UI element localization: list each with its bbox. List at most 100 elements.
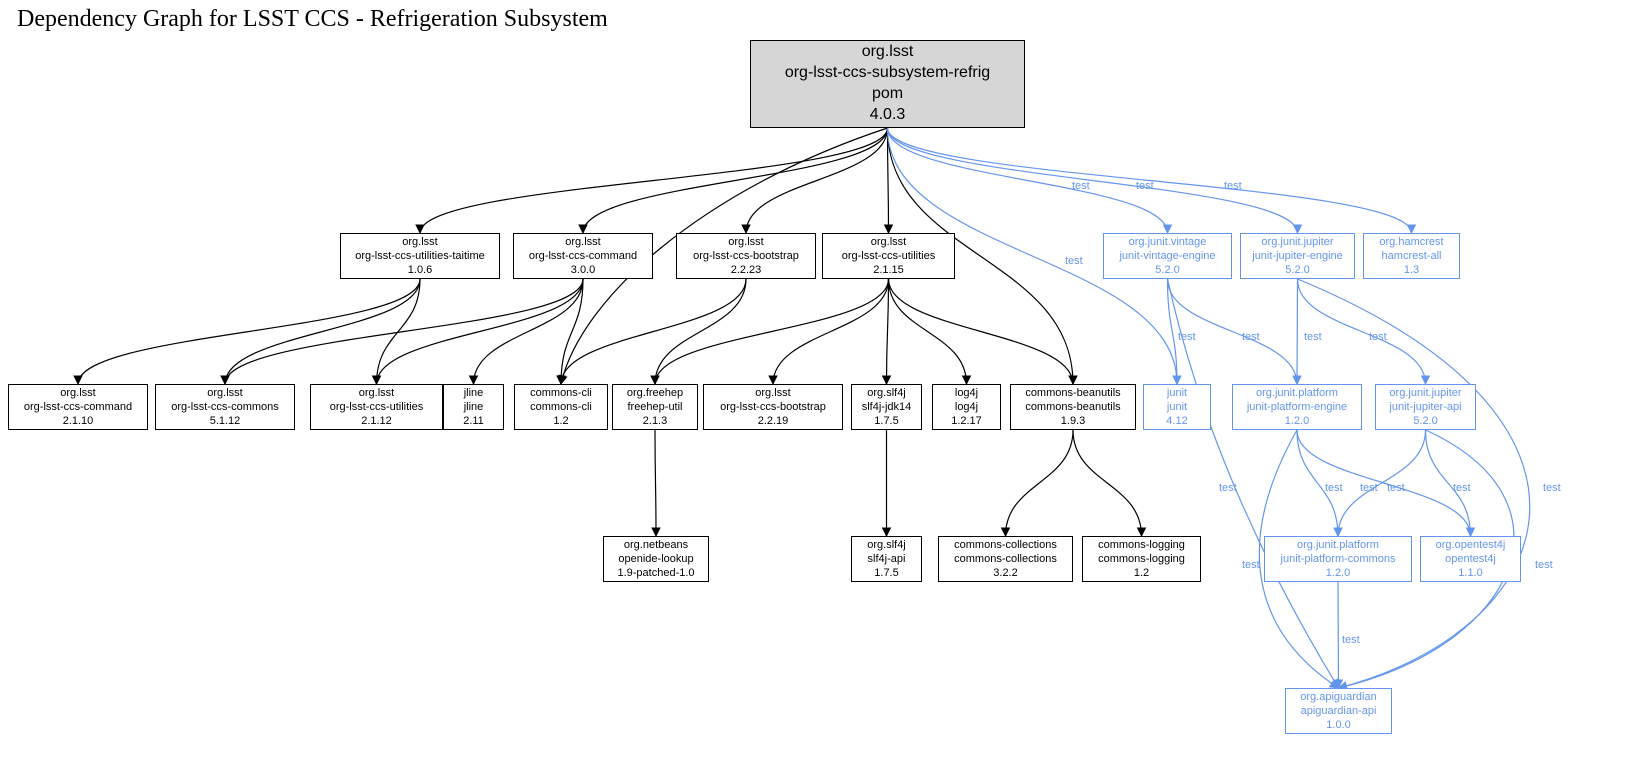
- edge-platformengine-to-platformcommons: [1296, 429, 1343, 537]
- node-text-line: 2.11: [463, 415, 484, 428]
- edge-scope-label: test: [1535, 559, 1553, 571]
- edge-scope-label: test: [1136, 180, 1154, 192]
- node-text-line: 2.2.19: [757, 415, 789, 428]
- node-text-line: org-lsst-ccs-utilities: [329, 400, 424, 413]
- node-text-line: 2.2.23: [730, 264, 762, 277]
- node-text-line: 2.1.10: [62, 415, 94, 428]
- edge-scope-label: test: [1387, 482, 1405, 494]
- node-text-line: slf4j-jdk14: [861, 400, 912, 413]
- edge-taitime-to-command10: [73, 278, 421, 385]
- node-text-line: apiguardian-api: [1300, 704, 1377, 717]
- node-text-line: org.junit.jupiter: [1389, 386, 1462, 399]
- edge-command3-to-commons512: [220, 278, 584, 385]
- node-text-line: commons-cli: [530, 386, 592, 399]
- node-text-line: slf4j-api: [867, 552, 906, 565]
- edge-platformengine-to-opentest4j: [1296, 429, 1476, 537]
- node-text-line: org.junit.platform: [1297, 538, 1379, 551]
- node-text-line: 2.1.12: [361, 415, 392, 428]
- node-text-line: 1.2.0: [1284, 415, 1310, 428]
- node-text-line: commons-beanutils: [1025, 386, 1121, 399]
- node-text-line: 1.0.6: [407, 264, 433, 277]
- node-text-line: 4.0.3: [869, 105, 906, 123]
- node-text-line: opentest4j: [1445, 552, 1496, 565]
- node-text-line: org.lsst: [861, 43, 914, 61]
- edge-scope-label: test: [1360, 482, 1378, 494]
- node-text-line: junit-jupiter-engine: [1252, 249, 1343, 262]
- edge-command3-to-utilities12: [371, 278, 584, 385]
- edge-scope-label: test: [1453, 482, 1471, 494]
- node-text-line: org.junit.jupiter: [1261, 235, 1334, 248]
- edge-root-to-taitime: [415, 127, 889, 234]
- edge-freehep-to-openide: [651, 429, 661, 537]
- edge-vintage-to-platformengine: [1166, 278, 1302, 385]
- node-text-line: org-lsst-ccs-command: [528, 249, 638, 262]
- node-text-line: 5.1.12: [209, 415, 241, 428]
- edge-command3-to-jline: [468, 278, 584, 385]
- edge-root-to-beanutils: [886, 127, 1078, 385]
- node-text-line: commons-cli: [530, 400, 592, 413]
- node-text-line: org.lsst: [207, 386, 243, 399]
- node-text-line: junit: [1166, 400, 1188, 413]
- edge-jupiterengine-to-apiguardian: [1297, 278, 1531, 691]
- node-text-line: org.lsst: [358, 386, 395, 399]
- node-text-line: commons-logging: [1098, 552, 1185, 565]
- node-text-line: org.slf4j: [867, 538, 906, 551]
- edge-scope-label: test: [1325, 482, 1343, 494]
- node-text-line: org-lsst-ccs-command: [23, 400, 133, 413]
- node-text-line: 1.2.0: [1325, 567, 1351, 580]
- node-text-line: freehep-util: [627, 400, 683, 413]
- edge-beanutils-to-logging: [1072, 429, 1147, 537]
- node-text-line: org-lsst-ccs-bootstrap: [693, 249, 799, 262]
- edge-root-to-commonscli: [558, 127, 888, 385]
- node-text-line: 3.0.0: [570, 264, 596, 277]
- edge-scope-label: test: [1242, 331, 1260, 343]
- node-text-line: org-lsst-ccs-subsystem-refrig: [784, 64, 991, 82]
- node-text-line: commons-collections: [954, 538, 1057, 551]
- node-root: org.lsst org-lsst-ccs-subsystem-refrig pom…: [750, 40, 1025, 128]
- node-text-line: 1.2.17: [951, 415, 982, 428]
- node-text-line: pom: [871, 85, 904, 102]
- node-text-line: 1.0.0: [1326, 719, 1351, 732]
- edge-scope-label: test: [1224, 180, 1242, 192]
- node-text-line: org.opentest4j: [1435, 538, 1506, 551]
- edge-root-to-utilities15: [883, 127, 894, 234]
- edge-root-to-command3: [578, 127, 889, 234]
- node-text-line: openide-lookup: [618, 552, 694, 565]
- edge-scope-label: test: [1342, 634, 1360, 646]
- node-text-line: org-lsst-ccs-utilities: [841, 249, 936, 262]
- edge-utilities15-to-log4j: [887, 278, 972, 385]
- node-text-line: commons-logging: [1098, 538, 1185, 551]
- edge-taitime-to-utilities12: [371, 278, 421, 385]
- node-text-line: org.lsst: [728, 235, 764, 248]
- edge-utilities15-to-freehep: [650, 278, 890, 385]
- node-text-line: hamcrest-all: [1381, 249, 1442, 262]
- edge-scope-label: test: [1219, 482, 1237, 494]
- graph-title: Dependency Graph for LSST CCS - Refriger…: [17, 6, 608, 32]
- edge-bootstrap23-to-commonscli: [556, 278, 747, 385]
- node-text-line: junit: [1166, 386, 1188, 399]
- node-text-line: junit-jupiter-api: [1389, 400, 1462, 413]
- node-text-line: 5.2.0: [1413, 415, 1438, 428]
- node-text-line: 1.1.0: [1458, 567, 1483, 580]
- edge-scope-label: test: [1543, 482, 1561, 494]
- node-text-line: junit-platform-commons: [1280, 552, 1396, 565]
- node-text-line: org.lsst: [60, 386, 96, 399]
- node-text-line: org.lsst: [870, 235, 907, 248]
- node-text-line: jline: [463, 386, 484, 399]
- node-text-line: org.apiguardian: [1300, 690, 1377, 703]
- node-text-line: commons-beanutils: [1025, 400, 1121, 413]
